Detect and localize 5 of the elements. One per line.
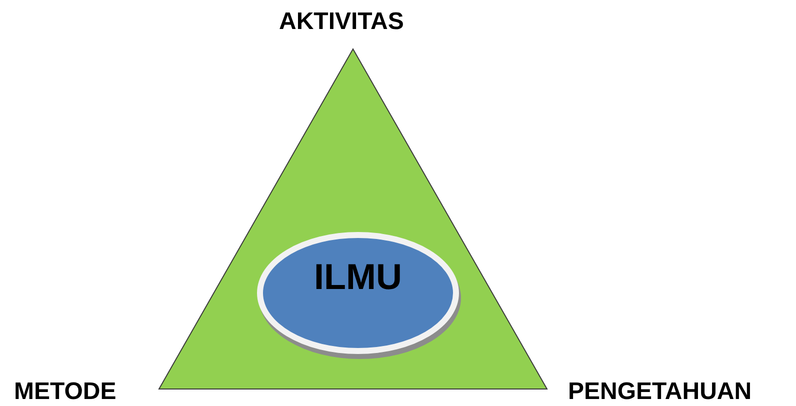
vertex-label: AKTIVITAS (279, 8, 404, 36)
vertex-label: PENGETAHUAN (568, 378, 752, 406)
vertex-label: METODE (14, 378, 116, 406)
node-label: ILMU (314, 256, 402, 298)
triangle-shape (158, 48, 548, 390)
